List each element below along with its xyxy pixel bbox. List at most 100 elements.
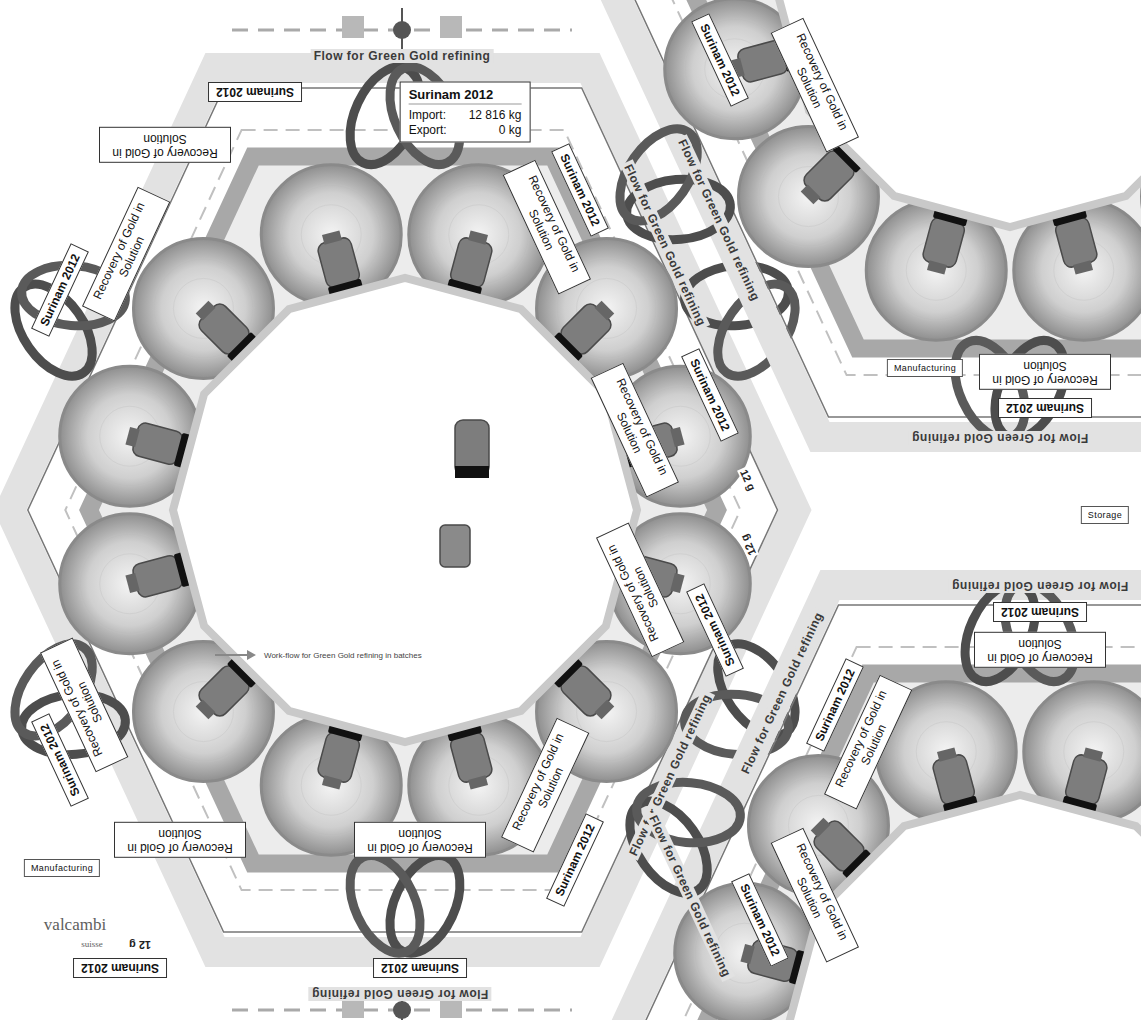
refining-cluster — [604, 0, 1141, 449]
factory-symbols — [232, 988, 572, 1020]
process-box: Recovery of Gold in Solution — [82, 187, 170, 322]
node-text: Surinam 2012 — [37, 722, 83, 799]
hub-line — [401, 8, 403, 52]
workflow-note: Work-flow for Green Gold refining in bat… — [262, 651, 424, 660]
cylinder-stem — [594, 301, 614, 321]
factory-symbols — [232, 8, 572, 52]
cylinder-stem — [740, 944, 754, 964]
process-box: Recovery of Gold in Solution — [771, 18, 859, 153]
table-cell: Export: — [409, 123, 447, 137]
process-box: Surinam 2012 — [208, 82, 302, 102]
node-text: Surinam 2012 — [812, 667, 858, 744]
node-text: Recovery of Gold in Solution — [987, 358, 1103, 386]
table-cell: 0 kg — [469, 123, 522, 137]
stage-box: Manufacturing — [24, 859, 100, 877]
process-box: Recovery of Gold in Solution — [99, 127, 231, 163]
process-box: Surinam 2012 — [373, 958, 467, 978]
table-cell: Import: — [409, 108, 447, 122]
node-text: Manufacturing — [894, 363, 956, 373]
outer-band — [10, 68, 795, 952]
node-text: Surinam 2012 — [81, 961, 159, 975]
process-box: Recovery of Gold in Solution — [771, 828, 859, 963]
process-box: Recovery of Gold in Solution — [114, 822, 246, 858]
cylinder-stem — [927, 260, 947, 274]
logo-text: suisse — [81, 939, 103, 949]
weight-label: 12 g — [737, 531, 759, 560]
band-text: Flow for Green Gold refining — [737, 607, 827, 778]
node-text: Surinam 2012 — [692, 592, 738, 669]
cylinder-stem — [937, 747, 957, 761]
cylinder-stem — [670, 573, 684, 593]
dashed-band — [670, 0, 1141, 375]
cylinder-stem — [594, 699, 614, 719]
node-text: Recovery of Gold in Solution — [107, 131, 223, 159]
process-box: Surinam 2012 — [681, 348, 739, 442]
inner-white-area — [778, 0, 1141, 227]
dark-loop — [336, 844, 434, 964]
outer-band — [615, 0, 1141, 437]
node-text: Recovery of Gold in Solution — [122, 826, 238, 854]
inner-band — [89, 156, 717, 863]
band-text: Flow for Green Gold refining — [645, 810, 735, 981]
factory-icon — [440, 16, 462, 38]
logo-text: valcambi — [44, 915, 106, 935]
table-heading: Surinam 2012 — [409, 87, 522, 105]
factory-icon — [342, 16, 364, 38]
table-box: Surinam 2012Import: 12 816 kg Export: 0 kg — [400, 82, 531, 143]
cylinder-stem — [1073, 260, 1093, 274]
cylinder-stem — [811, 818, 831, 838]
process-box: Surinam 2012 — [998, 398, 1092, 418]
dish-ring — [153, 258, 253, 358]
node-text: Surinam 2012 — [1006, 401, 1084, 415]
cylinder-stem — [1083, 747, 1103, 761]
process-box: Recovery of Gold in Solution — [979, 354, 1111, 390]
arrow-head — [247, 650, 256, 660]
weight-label: 12 g — [737, 466, 759, 495]
process-box: Recovery of Gold in Solution — [354, 822, 486, 858]
stage-box: Manufacturing — [887, 359, 963, 377]
cylinder-stem — [125, 427, 139, 447]
stage-box: Storage — [1081, 506, 1129, 524]
cylinder-stem — [801, 184, 821, 204]
node-text: Surinam 2012 — [687, 357, 733, 434]
dish-ring — [758, 147, 858, 247]
weight-label: 12 g — [127, 939, 153, 951]
workflow-arrow — [215, 654, 250, 656]
band-line — [643, 605, 1141, 1020]
process-box: Recovery of Gold in Solution — [591, 363, 679, 498]
cylinder-stem — [322, 775, 342, 789]
process-box: Recovery of Gold in Solution — [596, 523, 684, 658]
refining-cluster — [0, 56, 811, 964]
process-box: Surinam 2012 — [686, 583, 744, 677]
node-text: Recovery of Gold in Solution — [508, 727, 582, 844]
node-text: Recovery of Gold in Solution — [362, 826, 478, 854]
node-text: Surinam 2012 — [737, 882, 783, 959]
node-text: Surinam 2012 — [697, 22, 743, 99]
refining-cluster — [614, 573, 1141, 1020]
cylinder-stem — [468, 775, 488, 789]
band-line — [633, 0, 1141, 417]
dashed-band — [680, 647, 1141, 1020]
process-box: Surinam 2012 — [546, 813, 604, 907]
node-text: Recovery of Gold in Solution — [778, 27, 852, 144]
node-text: Surinam 2012 — [381, 961, 459, 975]
node-text: Recovery of Gold in Solution — [89, 196, 163, 313]
node-text: Surinam 2012 — [557, 152, 603, 229]
process-box: Surinam 2012 — [993, 602, 1087, 622]
node-text: Recovery of Gold in Solution — [598, 372, 672, 489]
table-cell: 12 816 kg — [469, 108, 522, 122]
process-box: Surinam 2012 — [31, 243, 89, 337]
node-text: Storage — [1088, 510, 1122, 520]
node-text: Recovery of Gold in Solution — [778, 837, 852, 954]
table-grid: Import: 12 816 kg Export: 0 kg — [409, 108, 522, 137]
process-box: Surinam 2012 — [73, 958, 167, 978]
loose-cylinder-cap — [455, 466, 489, 478]
cylinder-stem — [125, 573, 139, 593]
cylinder-stem — [196, 301, 216, 321]
node-text: Surinam 2012 — [1001, 605, 1079, 619]
loose-fitting — [440, 525, 470, 567]
band-text: Flow for Green Gold refining — [909, 431, 1092, 445]
node-text: Recovery of Gold in Solution — [603, 532, 677, 649]
cylinder-stem — [196, 699, 216, 719]
